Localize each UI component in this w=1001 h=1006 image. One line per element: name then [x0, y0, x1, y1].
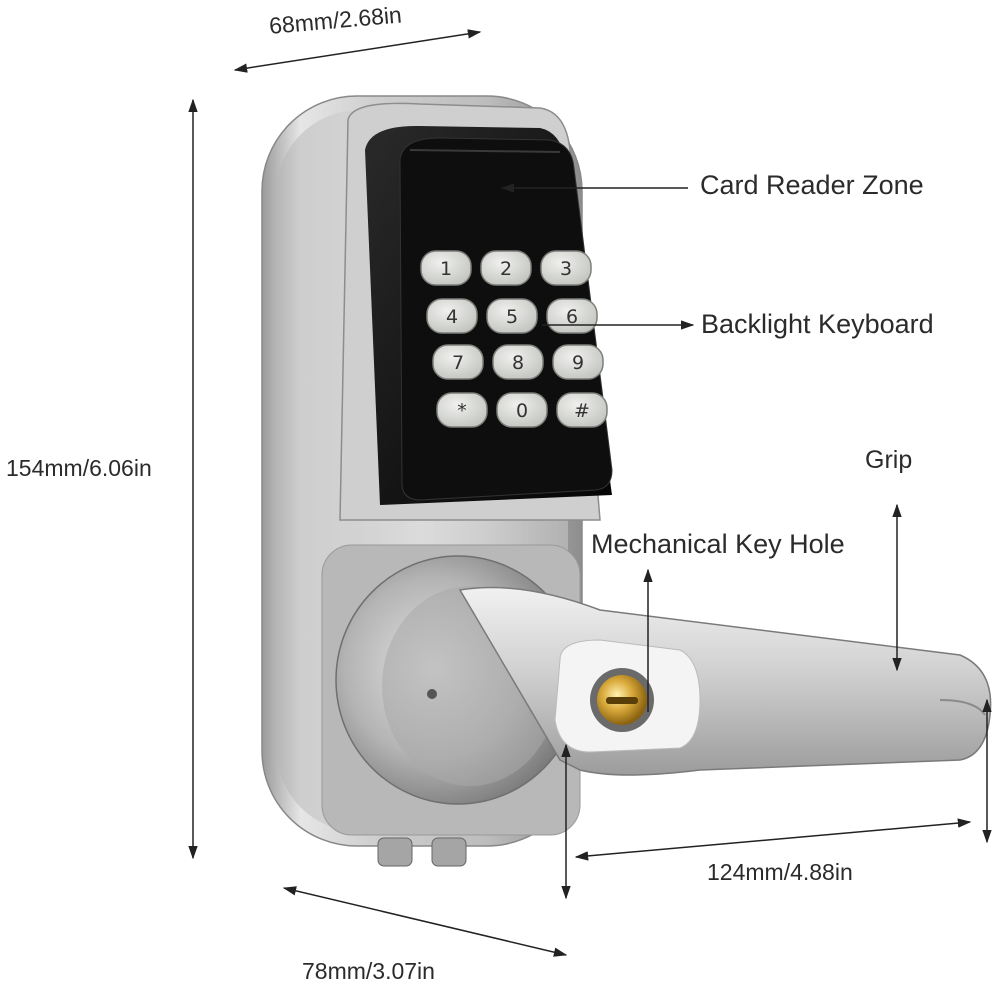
keypad-key-label: 1: [440, 258, 452, 280]
height-label: 154mm/6.06in: [6, 455, 152, 481]
keypad-key-label: 3: [560, 258, 572, 280]
keypad-key-face[interactable]: [556, 392, 608, 428]
keypad-key-face[interactable]: [496, 392, 548, 428]
keypad-key-label: 2: [500, 258, 512, 280]
grip-label: Grip: [865, 446, 913, 474]
callout-arrows: [500, 183, 902, 712]
dimension-arrows: [188, 29, 992, 957]
keypad-key-label: *: [457, 400, 467, 422]
key-cylinder: [590, 668, 654, 732]
keypad-key[interactable]: 1: [420, 250, 472, 286]
keypad-key-label: 0: [516, 400, 528, 422]
keypad-key-label: 6: [566, 306, 578, 328]
keypad-key-label: 5: [506, 306, 518, 328]
keypad-key[interactable]: 9: [552, 344, 604, 380]
keypad-key-face[interactable]: [540, 250, 592, 286]
keypad-key[interactable]: 7: [432, 344, 484, 380]
bottom-depth-label: 78mm/3.07in: [302, 958, 435, 984]
card-reader-zone-label: Card Reader Zone: [700, 170, 924, 200]
top-width-arrow: [233, 29, 482, 73]
keypad-grid: 1 2 3 4 5 6 7 8 9 * 0 #: [420, 250, 608, 428]
keypad-key[interactable]: 2: [480, 250, 532, 286]
keypad-key-label: 8: [512, 352, 524, 374]
mechanical-key-hole-label: Mechanical Key Hole: [591, 529, 845, 559]
backlight-keyboard-label: Backlight Keyboard: [701, 309, 934, 339]
keypad-key-label: 7: [452, 352, 464, 374]
keypad-key-face[interactable]: [420, 250, 472, 286]
base-screws: [377, 837, 467, 867]
keypad-key[interactable]: 3: [540, 250, 592, 286]
keypad-key[interactable]: *: [436, 392, 488, 428]
keypad-key[interactable]: 4: [426, 298, 478, 334]
keypad-key[interactable]: 6: [546, 298, 598, 334]
keypad-key-label: #: [574, 400, 590, 422]
keypad-key-face[interactable]: [426, 298, 478, 334]
keypad-key[interactable]: 8: [492, 344, 544, 380]
keypad-key-face[interactable]: [432, 344, 484, 380]
bottom-depth-arrow: [282, 886, 568, 957]
keypad-key-face[interactable]: [480, 250, 532, 286]
keypad-key-face[interactable]: [436, 392, 488, 428]
keypad-key[interactable]: #: [556, 392, 608, 428]
keypad-key-face[interactable]: [552, 344, 604, 380]
lever-length-arrow: [574, 818, 972, 861]
lever-length-label: 124mm/4.88in: [707, 859, 853, 885]
keypad-key-face[interactable]: [492, 344, 544, 380]
keypad-key[interactable]: 0: [496, 392, 548, 428]
keypad-key-label: 4: [446, 306, 458, 328]
keypad-key-face[interactable]: [486, 298, 538, 334]
keypad-key-label: 9: [572, 352, 584, 374]
keypad-key[interactable]: 5: [486, 298, 538, 334]
